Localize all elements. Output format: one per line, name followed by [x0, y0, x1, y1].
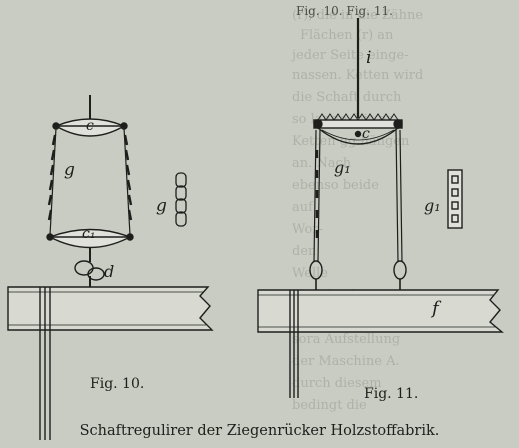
fig10-right-chain: [123, 127, 133, 236]
fig10-label-g: g: [64, 160, 75, 180]
fig10-label-c: c: [86, 118, 94, 134]
fig11-label-g1-detail: g₁: [424, 196, 441, 215]
figure-caption: Schaftregulirer der Ziegenrücker Holzsto…: [79, 423, 440, 439]
fig10-left-chain: [47, 127, 57, 236]
fig11-plate-detail: [447, 169, 463, 229]
bleed-line: durch diesem: [292, 376, 382, 391]
fig11-drawing: [257, 18, 504, 398]
fig10-label-g-detail: g: [156, 196, 167, 216]
fig11-label-g1: g₁: [334, 158, 351, 177]
bleed-line: auf: [292, 200, 313, 215]
bleed-line: der Maschine A.: [292, 354, 400, 369]
bleed-line: den: [292, 244, 317, 259]
bleed-line: sora Aufstellung: [292, 332, 401, 347]
bleed-line: ebenso beide: [292, 178, 379, 193]
bleed-line: die Schaft durch: [292, 90, 402, 105]
top-figure-header: Fig. 10. Fig. 11.: [296, 4, 393, 18]
fig10-label-c1: c₁: [82, 226, 96, 242]
bleed-line: jeder Seite einge-: [292, 48, 409, 63]
fig10-label-d: d: [104, 262, 115, 281]
fig10-chain-detail: [175, 172, 187, 227]
fig11-label-f: f: [432, 298, 439, 319]
fig11-label-c: c: [362, 126, 370, 142]
bleed-line: Wor-: [292, 222, 323, 237]
bleed-line: bedingt die: [292, 398, 367, 413]
bleed-line: Flächen (r) an: [300, 28, 394, 43]
bleed-line: an. Nach: [292, 156, 352, 171]
fig11-number: Fig. 11.: [364, 386, 419, 402]
fig10-number: Fig. 10.: [90, 376, 145, 392]
fig10-drawing: [7, 95, 214, 440]
fig11-label-i: i: [366, 48, 372, 68]
bleed-line: Ketten gg hängen: [292, 134, 410, 149]
bleed-line: (r), die in die Zähne: [292, 8, 424, 23]
